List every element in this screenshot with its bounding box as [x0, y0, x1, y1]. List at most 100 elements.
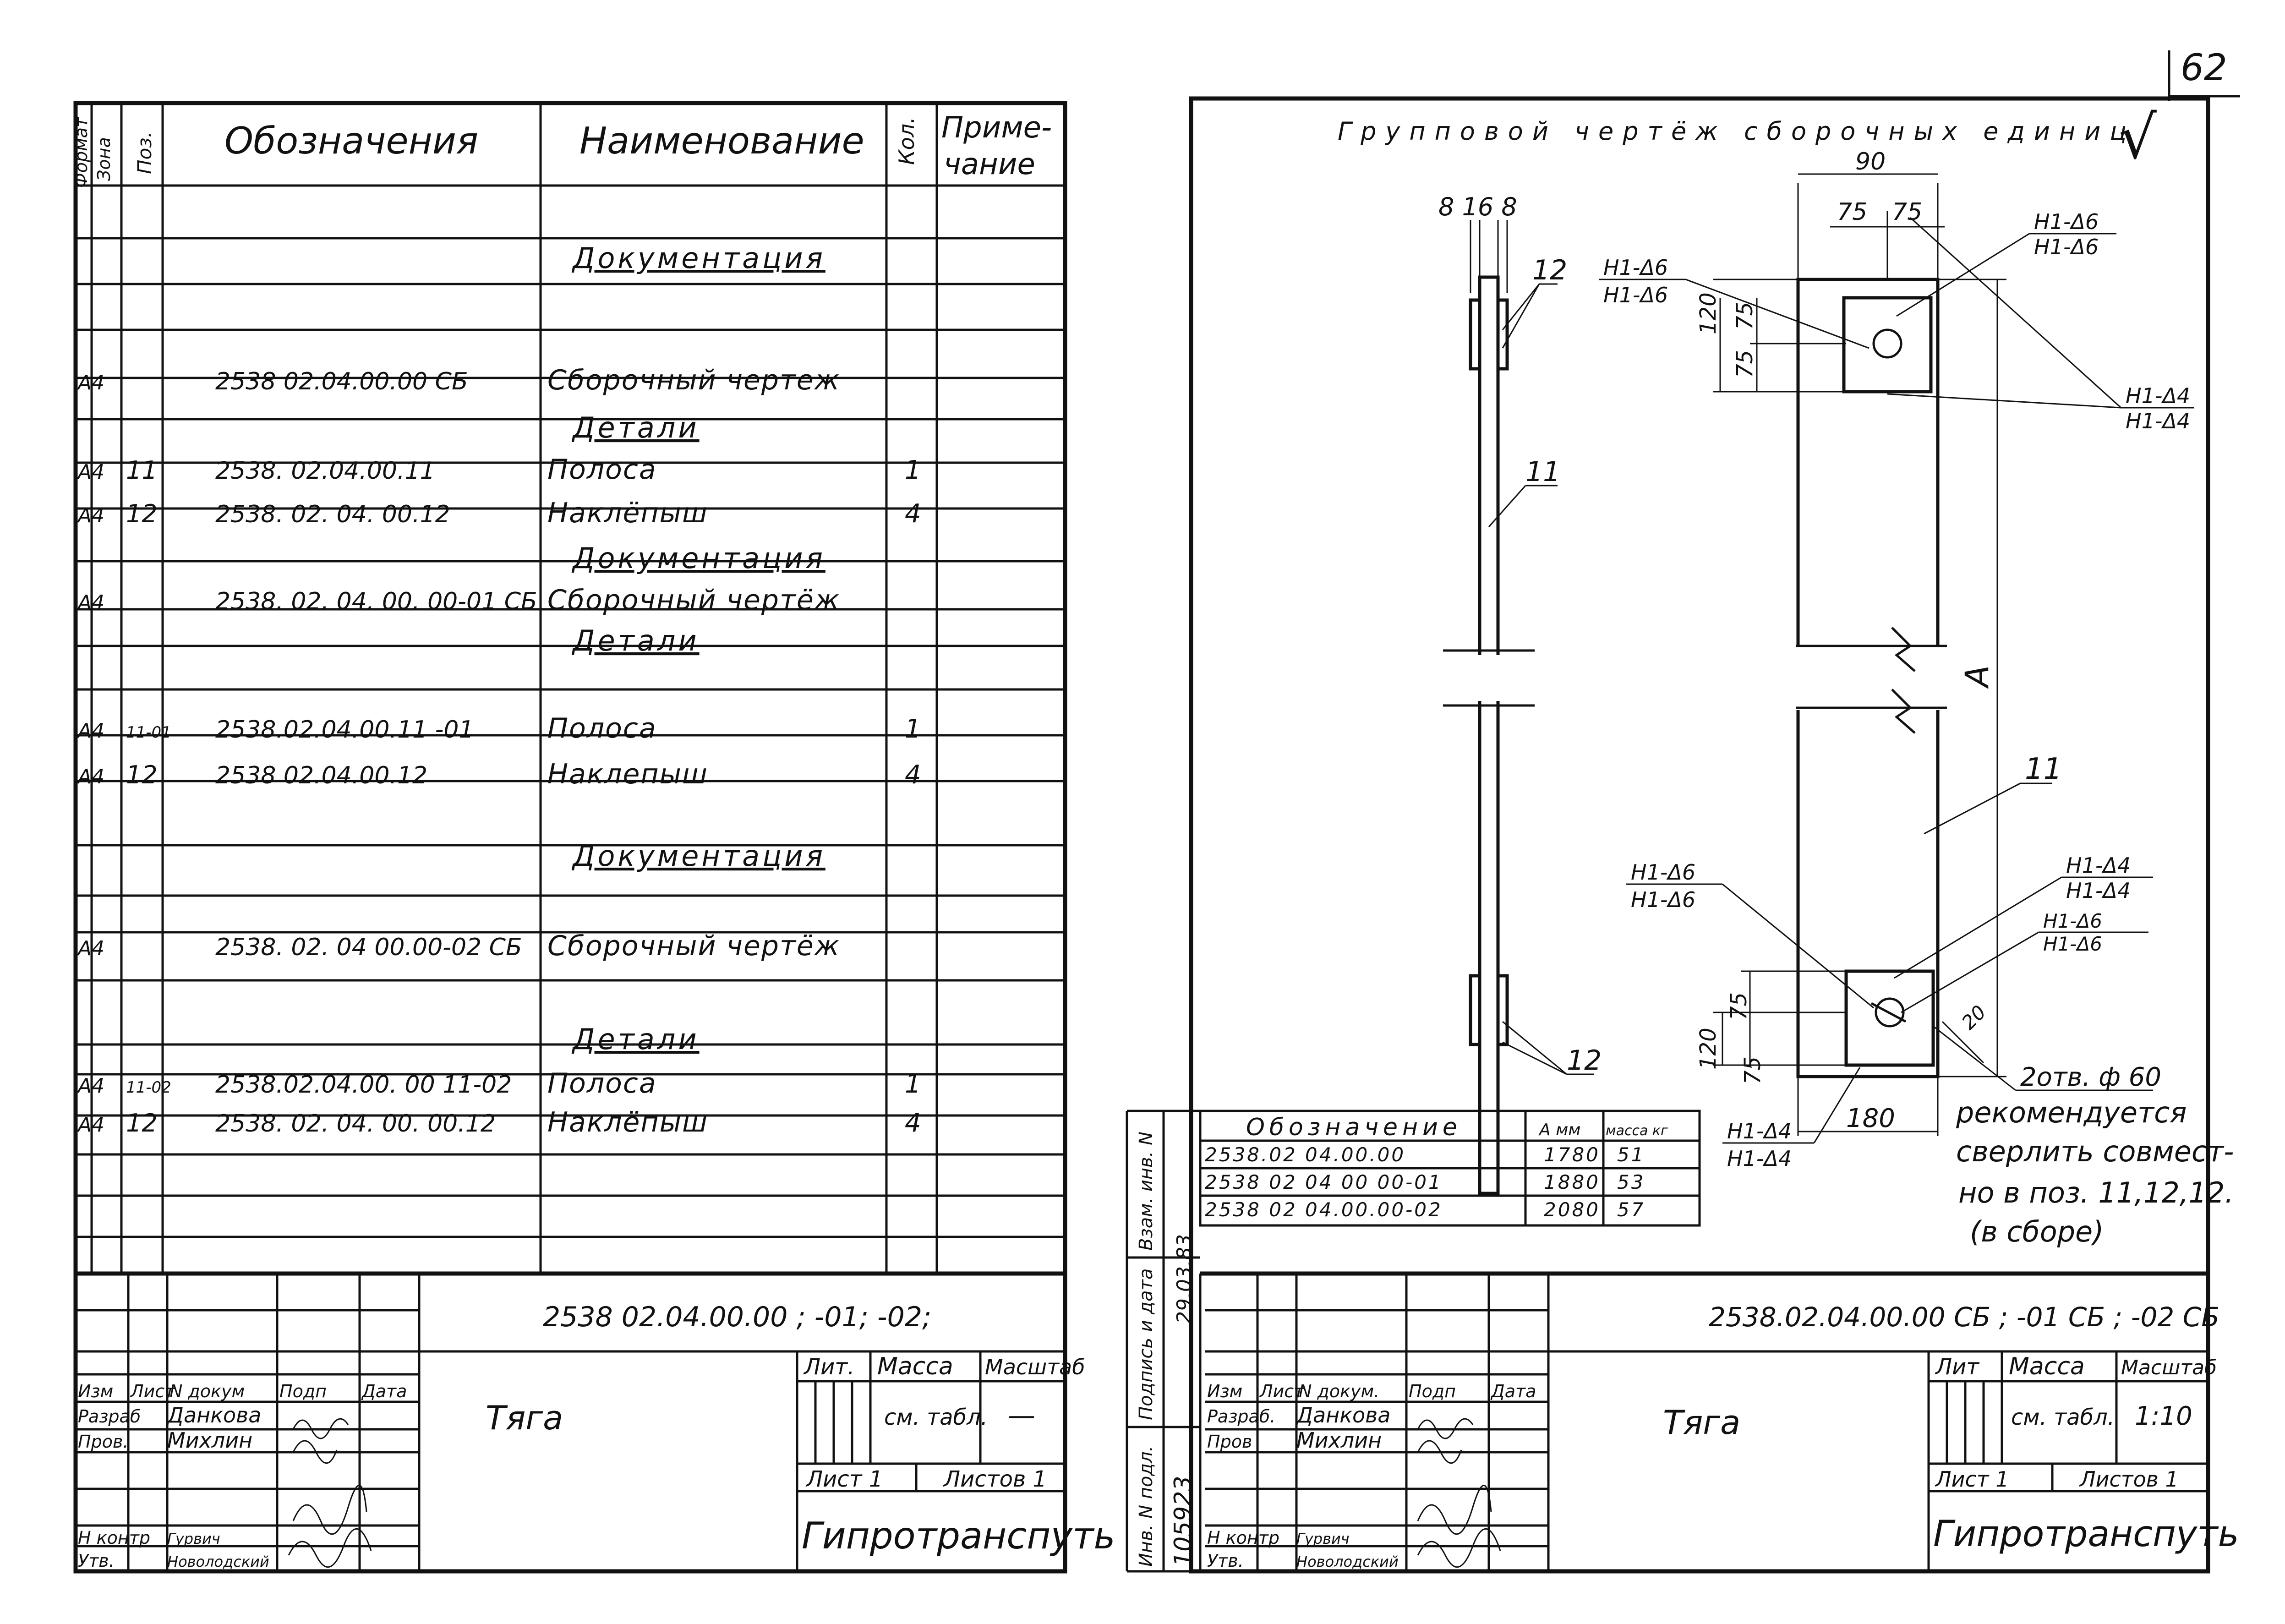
right-title: Тяга — [1663, 1403, 1740, 1442]
dim-bot-hole-a: 75 — [1726, 992, 1752, 1020]
dim-bot-plate-h: 120 — [1695, 1028, 1721, 1070]
left-mass-label: Масса — [877, 1353, 953, 1380]
left-title: Тяга — [486, 1399, 563, 1437]
spec-format: A4 — [77, 719, 104, 743]
spec-row: Документация — [571, 241, 825, 275]
header-zone: Зона — [94, 137, 114, 181]
spec-name: Сборочный чертеж — [547, 364, 840, 396]
tb-change-col: Подп — [1409, 1381, 1456, 1401]
spec-row: Документация — [571, 839, 823, 873]
tb-person: Данкова — [1296, 1403, 1390, 1427]
weld-mark-bot-right-4: Н1-Δ6 — [2043, 933, 2102, 955]
header-name: Наименование — [579, 120, 864, 162]
spec-row: Детали — [571, 624, 700, 657]
spec-qty: 1 — [905, 1069, 921, 1099]
tb-change-col: Лист — [1259, 1381, 1305, 1401]
note-line-5: (в сборе) — [1970, 1215, 2104, 1248]
left-scale-value: — — [1008, 1400, 1035, 1432]
tb-person: Новолодский — [1296, 1553, 1399, 1570]
left-doc-code: 2538 02.04.00.00 ; -01; -02; — [543, 1301, 931, 1333]
dim-A: A — [1958, 665, 1996, 689]
tb-role: Н контр — [78, 1528, 150, 1548]
note-line-4: но в поз. 11,12,12. — [1958, 1176, 2234, 1209]
spec-designation: 2538.02.04.00. 00 11-02 — [215, 1071, 512, 1099]
spec-format: A4 — [77, 504, 104, 527]
tb-person: Михлин — [167, 1428, 252, 1453]
tb-role: Разраб — [78, 1406, 141, 1427]
weld-mark-top-left-2: Н1-Δ6 — [1603, 283, 1668, 307]
dim-half-b: 75 — [1892, 198, 1922, 226]
tb-person: Михлин — [1296, 1428, 1382, 1453]
spec-pos: 12 — [126, 760, 158, 789]
spec-qty: 4 — [905, 499, 921, 529]
spec-qty: 4 — [905, 760, 921, 790]
right-sheet-no: Лист 1 — [1935, 1467, 2009, 1492]
tb-role: Пров. — [78, 1432, 128, 1452]
header-format: Формат — [71, 116, 91, 188]
right-lit-label: Лит — [1935, 1354, 1980, 1380]
spec-qty: 1 — [905, 455, 921, 485]
tb-change-col: Дата — [1490, 1381, 1536, 1401]
weld-mark-bot-left-1: Н1-Δ6 — [1631, 860, 1695, 885]
spec-name: Полоса — [547, 454, 657, 486]
right-org: Гипротранспуть — [1933, 1514, 2239, 1555]
spec-section-title: Детали — [571, 1023, 700, 1056]
note-line-1: 2отв. ф 60 — [2020, 1062, 2161, 1092]
bottom-hole — [1875, 997, 1905, 1028]
weld-mark-bot-right-1: Н1-Δ4 — [2066, 853, 2131, 878]
right-scale-label: Масштаб — [2121, 1356, 2217, 1379]
header-pos: Поз. — [133, 131, 156, 174]
spec-format: A4 — [77, 765, 104, 788]
top-plate — [1842, 296, 1933, 394]
signature-mark — [1417, 1418, 1474, 1439]
header-note-1: Приме- — [941, 111, 1052, 145]
spec-pos: 11 — [126, 456, 158, 485]
spec-section-title: Документация — [571, 541, 825, 575]
spec-designation: 2538. 02. 04. 00.12 — [215, 501, 450, 528]
left-scale-label: Масштаб — [985, 1355, 1085, 1379]
bottom-plate — [1844, 969, 1935, 1067]
check-mark: √ — [2119, 103, 2157, 172]
right-mass-label: Масса — [2009, 1353, 2085, 1380]
spec-section-title: Детали — [571, 624, 700, 657]
header-designation: Обозначения — [224, 120, 478, 162]
stamp-inv-value: 105923 — [1170, 1476, 1197, 1567]
spec-pos: 11-02 — [126, 1078, 171, 1097]
stamp-sign-date: Подпись и дата — [1136, 1269, 1157, 1420]
dim-chamfer: 20 — [1957, 1001, 1990, 1034]
weld-mark-bot-under-2: Н1-Δ4 — [1727, 1146, 1792, 1171]
weld-mark-bot-right-3: Н1-Δ6 — [2043, 910, 2102, 932]
spec-section-title: Документация — [571, 241, 825, 275]
weld-mark-bot-right-2: Н1-Δ4 — [2066, 878, 2131, 903]
tb-change-col: Изм — [78, 1381, 113, 1401]
left-lit-label: Лит. — [803, 1354, 855, 1380]
right-scale-value: 1:10 — [2135, 1401, 2192, 1431]
weld-mark-right-2: Н1-Δ4 — [2126, 409, 2190, 433]
tb-change-col: Подп — [279, 1381, 327, 1401]
variant-header-designation: Обозначение — [1246, 1114, 1462, 1141]
tb-person: Гурвич — [1296, 1530, 1350, 1547]
spec-format: A4 — [77, 937, 104, 960]
spec-qty: 1 — [905, 714, 921, 744]
tb-change-col: Лист — [130, 1381, 175, 1401]
dim-top-width: 90 — [1855, 148, 1886, 175]
spec-pos: 12 — [126, 499, 158, 528]
tb-change-col: N докум. — [1299, 1381, 1379, 1401]
spec-designation: 2538. 02.04.00.11 — [215, 457, 435, 485]
signature-mark — [1417, 1484, 1492, 1535]
callout-12-bottom: 12 — [1567, 1044, 1602, 1077]
drawing-header: Групповой чертёж сборочных единиц — [1338, 117, 2136, 146]
right-sheet: Групповой чертёж сборочных единиц √ 8 16… — [1126, 96, 2239, 1574]
signature-mark — [1417, 1528, 1501, 1568]
weld-mark-bot-left-2: Н1-Δ6 — [1631, 887, 1695, 912]
spec-name: Наклепыш — [547, 758, 708, 790]
left-mass-value: см. табл. — [884, 1405, 988, 1430]
